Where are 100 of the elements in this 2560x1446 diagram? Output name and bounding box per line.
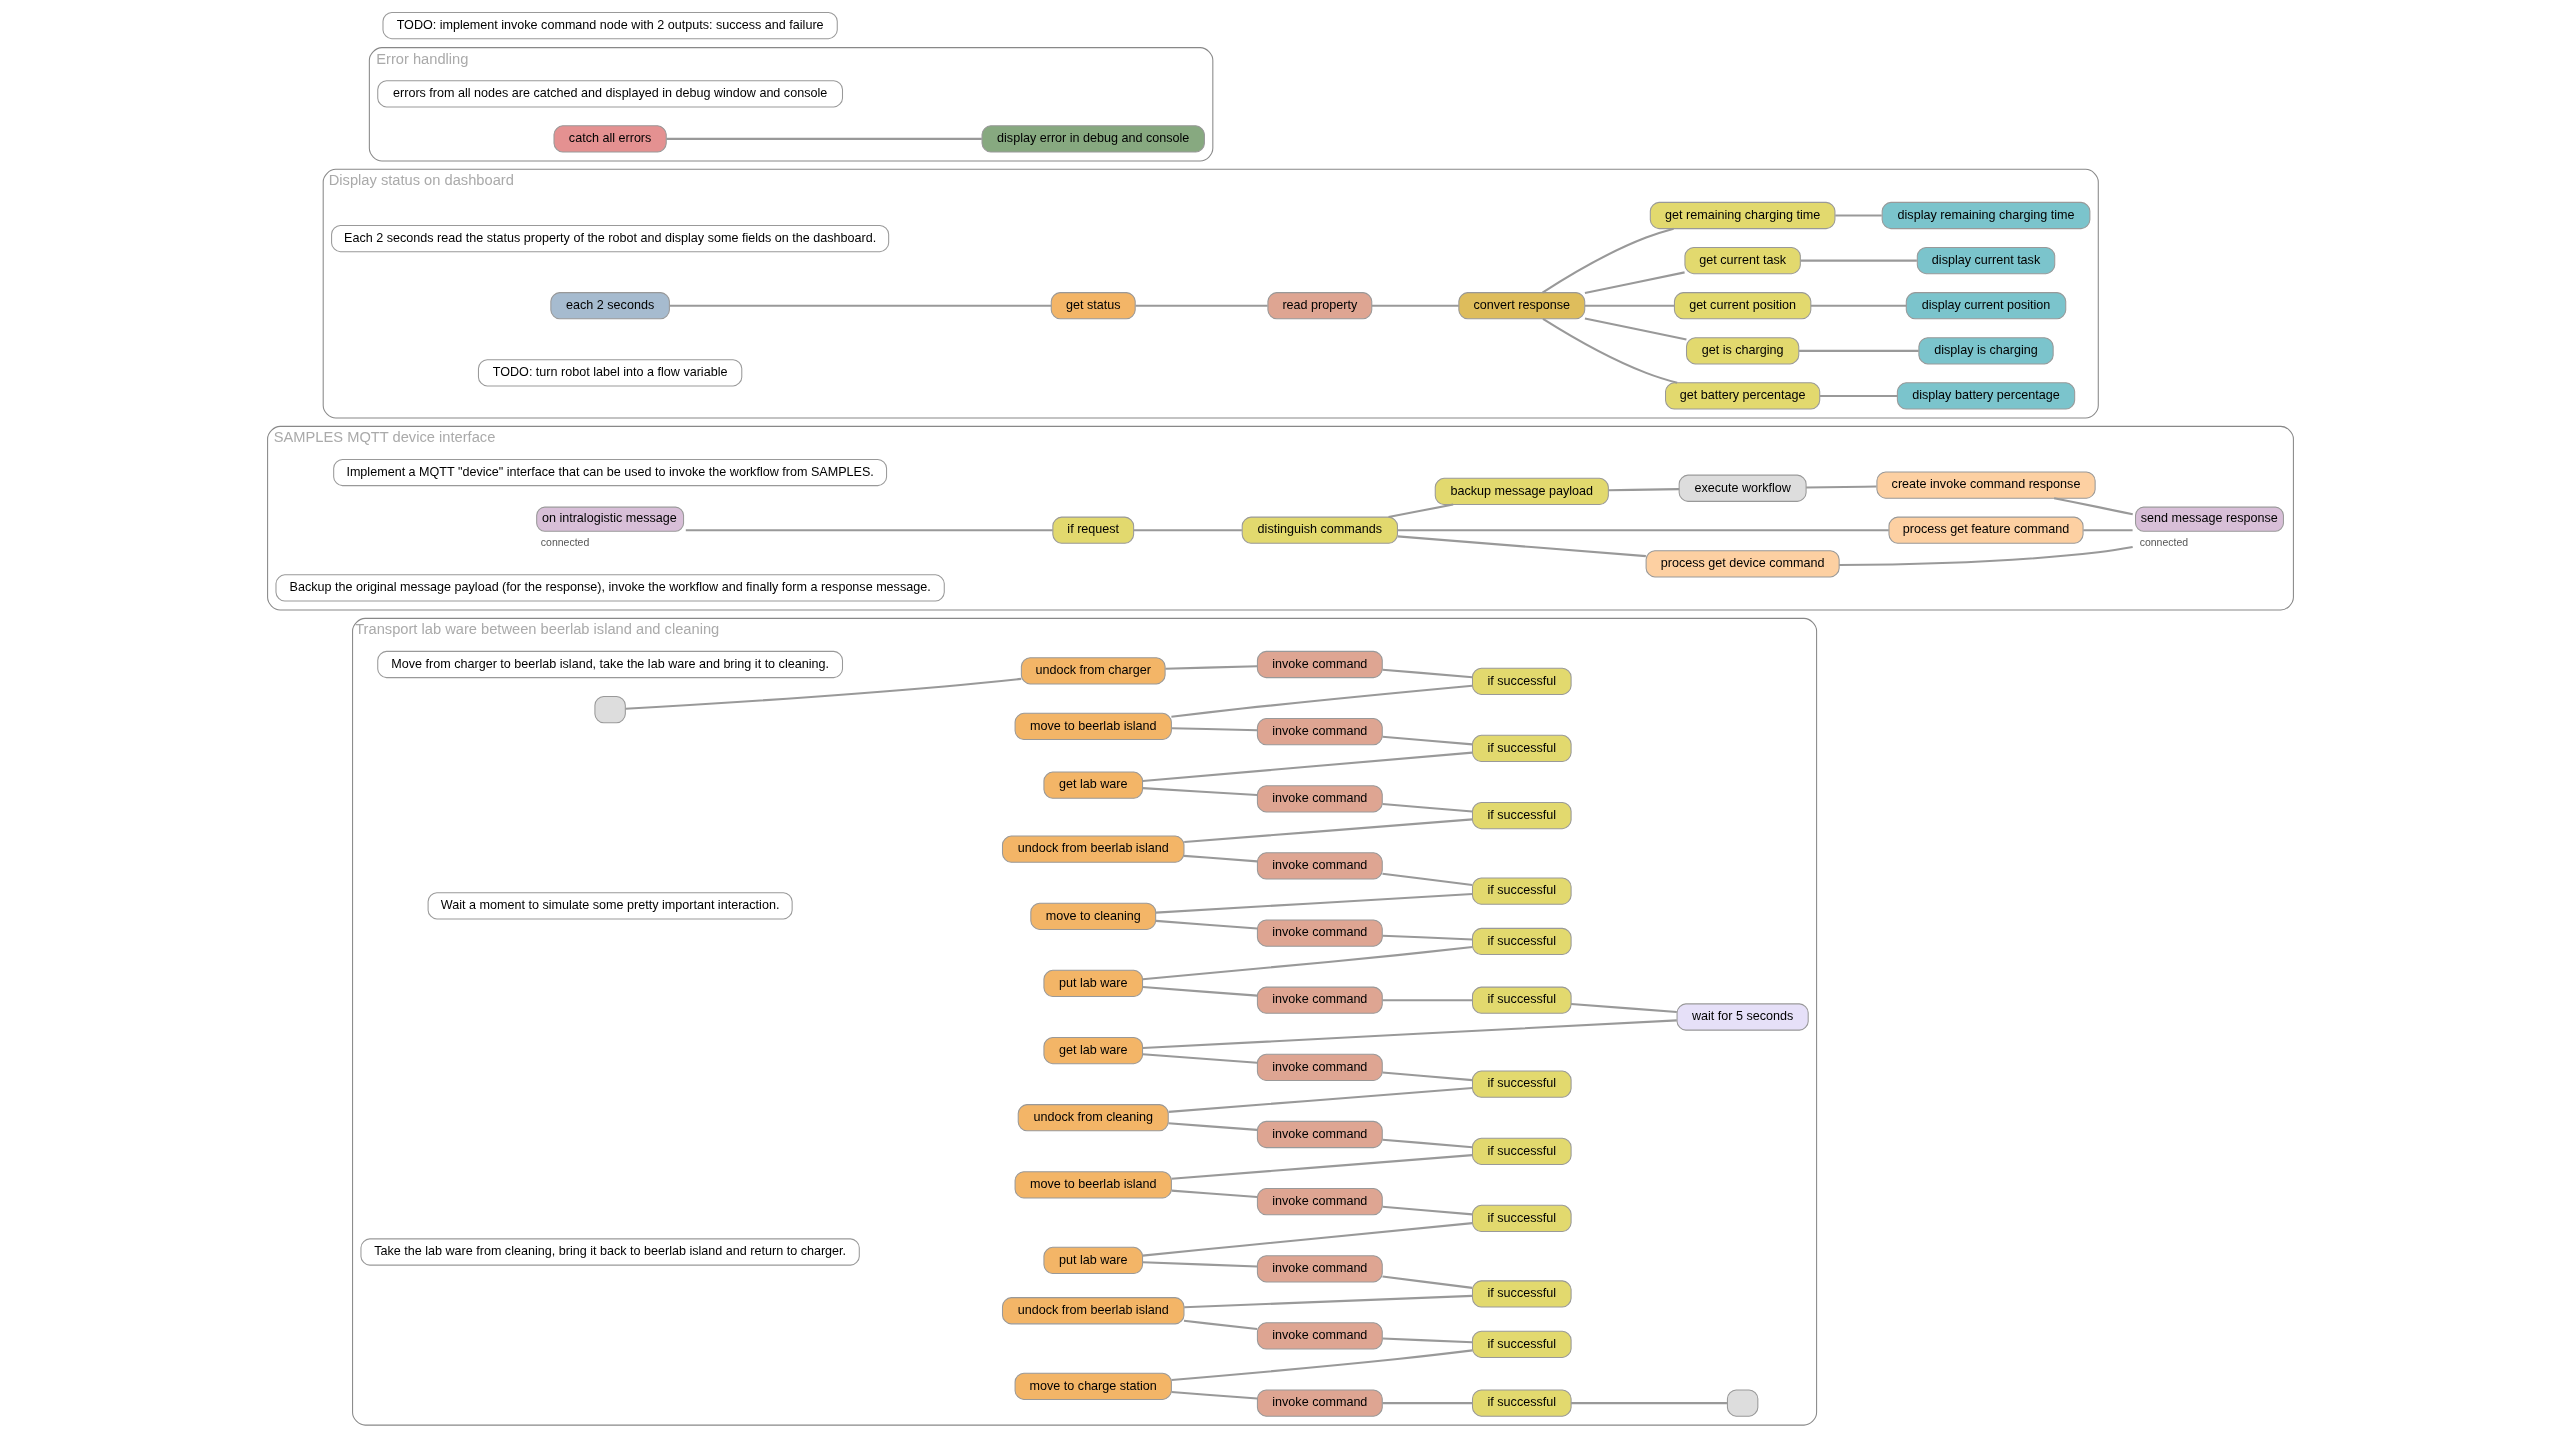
node-box: if successful: [1471, 1280, 1572, 1308]
node-box: if successful: [1471, 1137, 1572, 1165]
connector: [1381, 934, 1472, 941]
node-box: if successful: [1471, 1389, 1572, 1417]
connector: [665, 137, 982, 140]
node-box: move to charge station: [1014, 1372, 1172, 1400]
node-box: get status: [1050, 292, 1136, 320]
connector: [1142, 751, 1472, 783]
connector: [1382, 999, 1472, 1002]
connector: [1570, 1002, 1677, 1014]
node-box: TODO: implement invoke command node with 2 outputs: success and failure: [381, 11, 838, 40]
node-box: wait for 5 seconds: [1676, 1003, 1809, 1031]
connector: [624, 677, 1021, 710]
connector: [1541, 317, 1677, 384]
node-box: get current task: [1683, 246, 1801, 275]
node-box: TODO: turn robot label into a flow variable: [477, 359, 742, 387]
node-box: if successful: [1471, 1330, 1572, 1358]
node-box: each 2 seconds: [549, 292, 670, 320]
connector: [1142, 986, 1257, 997]
connector: [1183, 1319, 1257, 1331]
node-box: errors from all nodes are catched and displayed in debug window and console: [376, 80, 843, 108]
connector: [1155, 892, 1472, 914]
node-box: invoke command: [1256, 1053, 1383, 1081]
node-box: if successful: [1471, 801, 1572, 830]
node-box: invoke command: [1256, 1322, 1383, 1350]
node-box: move to beerlab island: [1014, 1171, 1172, 1199]
connector: [1171, 727, 1257, 732]
node-box: Backup the original message payload (for the response), invoke the workflow and finally form a response message.: [274, 574, 945, 602]
connector: [2082, 529, 2133, 532]
connector: [1607, 488, 1679, 492]
node-box: if successful: [1471, 667, 1572, 695]
node-box: get current position: [1673, 292, 1811, 320]
connector: [1167, 1122, 1257, 1131]
node-box: Implement a MQTT "device" interface that can be used to invoke the workflow from SAMPLES.: [332, 458, 887, 487]
node-box: if successful: [1471, 734, 1572, 763]
node-box: Take the lab ware from cleaning, bring it back to beerlab island and return to charger.: [359, 1238, 860, 1266]
connector: [1170, 1189, 1257, 1199]
node-box: move to beerlab island: [1014, 712, 1172, 741]
connector: [1381, 1205, 1472, 1216]
node-box: display error in debug and console: [981, 125, 1205, 153]
connector: [1584, 317, 1687, 341]
node-box: move to cleaning: [1029, 902, 1156, 930]
node-box: get lab ware: [1042, 771, 1143, 799]
connector: [1142, 1019, 1677, 1050]
node-box: Move from charger to beerlab island, take the lab ware and bring it to cleaning.: [376, 650, 843, 679]
connector: [685, 529, 1053, 532]
connector: [1133, 529, 1242, 532]
connector: [1170, 1154, 1472, 1180]
connector: [1168, 1086, 1473, 1113]
node-box: Wait a moment to simulate some pretty important interaction.: [427, 892, 793, 920]
connector: [1381, 1275, 1472, 1289]
connector: [1382, 1402, 1472, 1405]
connector: [1570, 1402, 1727, 1405]
connector: [1834, 214, 1882, 217]
node-box: invoke command: [1256, 852, 1383, 880]
node-box: undock from cleaning: [1017, 1104, 1169, 1132]
node-box: process get feature command: [1887, 516, 2084, 544]
node-box: [1726, 1389, 1758, 1417]
node-box: distinguish commands: [1241, 516, 1398, 544]
connector: [1381, 735, 1472, 746]
node-box: invoke command: [1256, 986, 1383, 1014]
connector: [1142, 945, 1473, 981]
node-box: create invoke command response: [1875, 471, 2096, 499]
node-box: if request: [1051, 516, 1134, 544]
node-box: undock from charger: [1020, 657, 1166, 685]
connector: [1381, 668, 1472, 679]
node-box: if successful: [1471, 927, 1572, 956]
connector: [1810, 304, 1906, 307]
node-box: display is charging: [1917, 337, 2054, 365]
connector: [1798, 349, 1919, 352]
node-box: backup message payload: [1434, 477, 1609, 506]
node-box: Each 2 seconds read the status property of the robot and display some fields on the dashboard.: [330, 224, 889, 253]
connector: [1805, 485, 1876, 489]
node-box: invoke command: [1256, 1120, 1383, 1149]
connector: [1819, 394, 1897, 397]
connector: [1584, 304, 1674, 307]
connector: [1171, 1349, 1473, 1381]
node-box: get is charging: [1685, 337, 1799, 365]
connector: [1381, 1138, 1472, 1149]
node-box: get lab ware: [1042, 1036, 1143, 1065]
node-box: if successful: [1471, 877, 1572, 905]
connector: [1155, 919, 1257, 930]
node-box: invoke command: [1256, 919, 1383, 947]
node-box: invoke command: [1256, 650, 1383, 679]
connector: [1541, 227, 1674, 294]
node-label: connected: [540, 536, 589, 548]
connector: [1170, 1391, 1257, 1400]
node-box: if successful: [1471, 986, 1572, 1014]
node-box: display battery percentage: [1896, 382, 2075, 410]
node-box: execute workflow: [1678, 474, 1807, 502]
node-box: put lab ware: [1042, 969, 1143, 998]
connector: [1183, 854, 1257, 863]
node-box: display current position: [1905, 292, 2066, 320]
node-box: invoke command: [1256, 718, 1383, 746]
connector: [1387, 503, 1453, 519]
connector: [1800, 259, 1917, 262]
node-box: read property: [1266, 292, 1372, 320]
node-box: [593, 696, 626, 724]
connector: [1381, 872, 1472, 887]
node-box: if successful: [1471, 1070, 1572, 1098]
